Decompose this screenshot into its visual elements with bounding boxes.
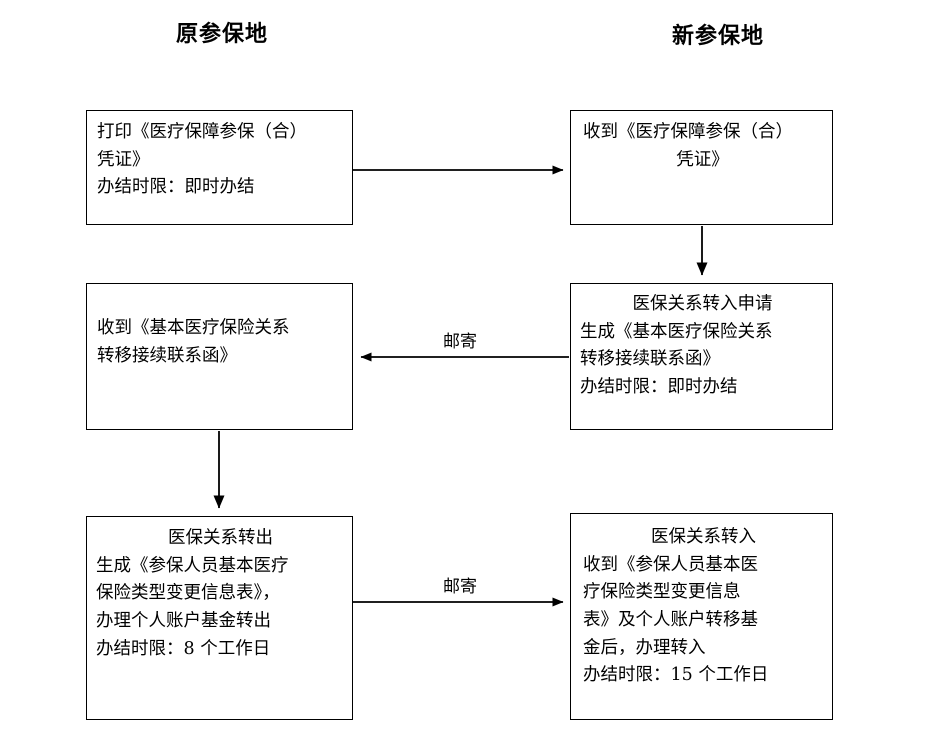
node-line: 医保关系转入	[651, 527, 756, 547]
node-line: 收到《基本医疗保险关系	[97, 318, 290, 338]
node-line: 凭证》	[676, 149, 729, 170]
node-line: 收到《医疗保障参保（合）	[583, 122, 793, 142]
edge-label-mail-bottom: 邮寄	[443, 577, 477, 597]
node-line: 办结时限：即时办结	[97, 177, 255, 198]
node-receive-transfer-letter: 收到《基本医疗保险关系 转移接续联系函》	[86, 283, 353, 430]
node-line: 收到《参保人员基本医	[583, 554, 758, 575]
column-title-destination: 新参保地	[671, 23, 764, 49]
edge-label-mail-middle: 邮寄	[443, 332, 477, 352]
node-line: 凭证》	[97, 149, 150, 170]
node-line: 生成《参保人员基本医疗	[96, 555, 289, 576]
node-line: 转移接续联系函》	[580, 349, 720, 370]
node-line: 医保关系转入申请	[632, 294, 773, 314]
node-line: 金后，办理转入	[583, 637, 706, 658]
node-line: 办结时限：即时办结	[580, 376, 738, 397]
node-line: 疗保险类型变更信息	[583, 582, 741, 603]
node-line: 打印《医疗保障参保（合）	[97, 122, 307, 142]
node-line: 转移接续联系函》	[97, 345, 237, 366]
node-transfer-in: 医保关系转入 收到《参保人员基本医 疗保险类型变更信息 表》及个人账户转移基 金…	[570, 513, 833, 720]
node-line: 办理个人账户基金转出	[96, 610, 271, 631]
node-line: 办结时限：15 个工作日	[583, 665, 769, 686]
column-title-origin: 原参保地	[175, 21, 268, 47]
node-line: 办结时限：8 个工作日	[96, 638, 271, 659]
node-transfer-out: 医保关系转出 生成《参保人员基本医疗 保险类型变更信息表》， 办理个人账户基金转…	[86, 516, 353, 720]
node-transfer-in-application: 医保关系转入申请 生成《基本医疗保险关系 转移接续联系函》 办结时限：即时办结	[570, 283, 833, 430]
node-receive-certificate: 收到《医疗保障参保（合） 凭证》	[570, 110, 833, 225]
node-line: 表》及个人账户转移基	[583, 609, 758, 630]
node-print-certificate: 打印《医疗保障参保（合） 凭证》 办结时限：即时办结	[86, 110, 353, 225]
node-line: 医保关系转出	[168, 528, 273, 548]
node-line: 生成《基本医疗保险关系	[580, 321, 773, 342]
node-line: 保险类型变更信息表》，	[96, 583, 280, 604]
